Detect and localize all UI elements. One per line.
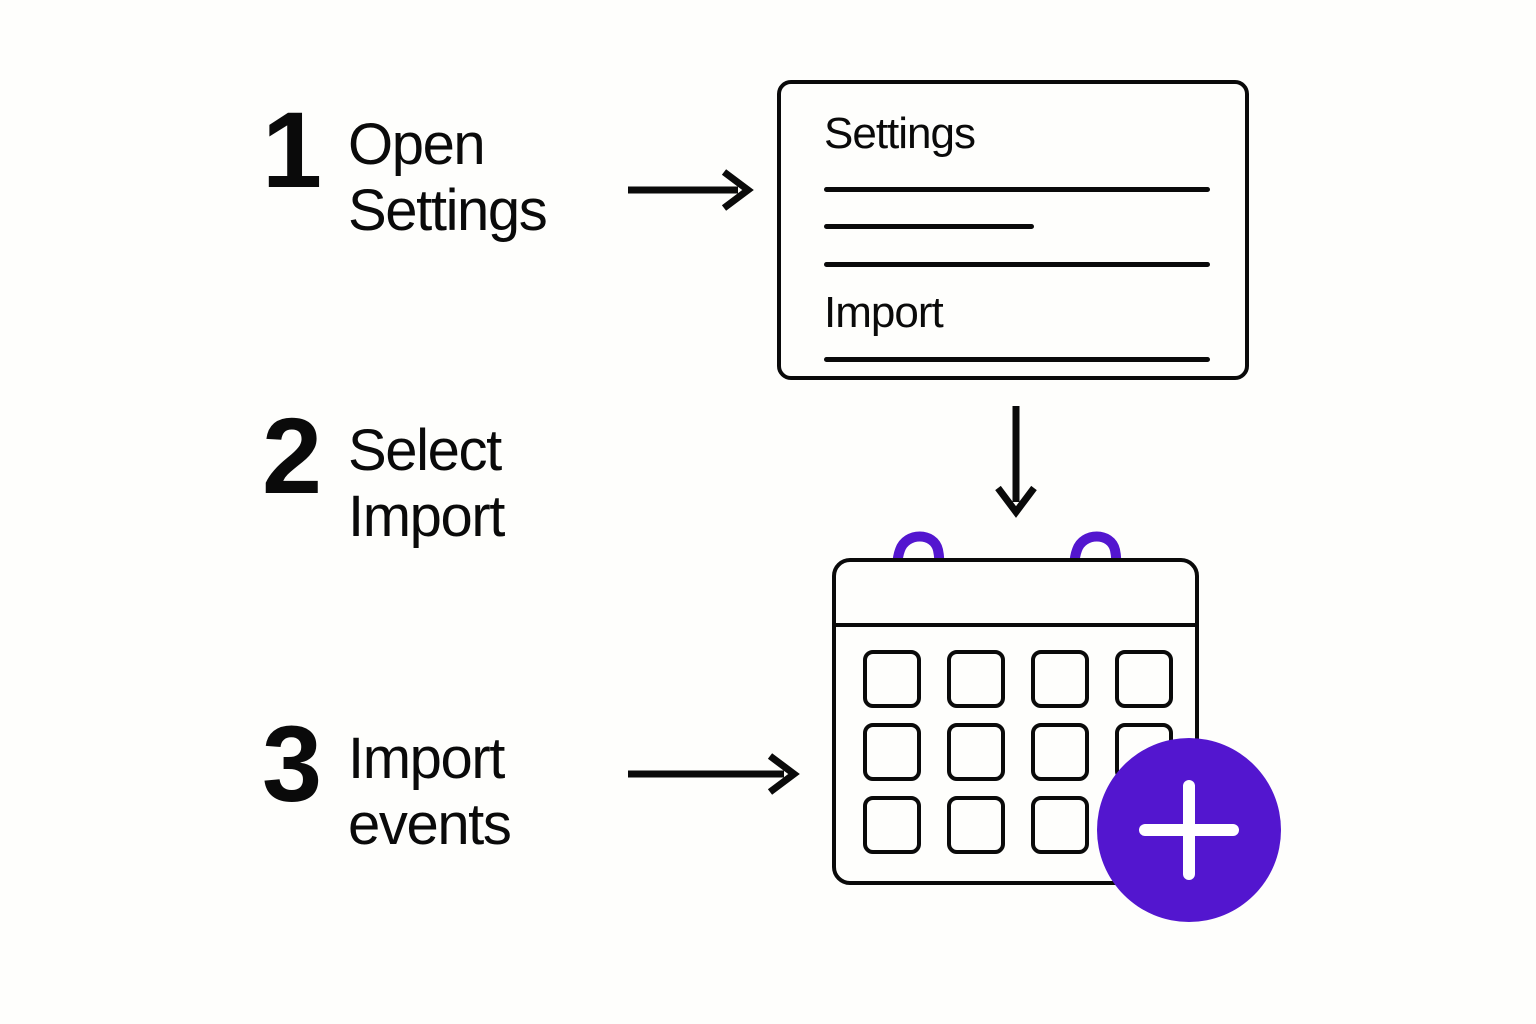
step-label-3: Import events bbox=[348, 726, 512, 858]
import-row-line bbox=[824, 357, 1210, 362]
step-number-3: 3 bbox=[262, 703, 322, 824]
arrow-step1-to-settings-panel bbox=[628, 169, 754, 211]
calendar-day-cell[interactable] bbox=[947, 650, 1005, 708]
settings-import-item[interactable]: Import bbox=[824, 288, 944, 337]
add-event-button[interactable] bbox=[1097, 738, 1281, 922]
settings-row-line-3 bbox=[824, 262, 1210, 267]
step-label-2: Select Import bbox=[348, 418, 505, 550]
step-number-1: 1 bbox=[262, 89, 322, 210]
step-number-2: 2 bbox=[262, 395, 322, 516]
calendar-day-cell[interactable] bbox=[863, 796, 921, 854]
calendar-day-cell[interactable] bbox=[863, 650, 921, 708]
arrow-step3-to-calendar bbox=[628, 753, 800, 795]
calendar-day-cell[interactable] bbox=[863, 723, 921, 781]
step-item-1: 1 Open Settings bbox=[262, 89, 548, 244]
settings-row-line-2 bbox=[824, 224, 1034, 229]
step-item-2: 2 Select Import bbox=[262, 395, 505, 550]
settings-panel-title: Settings bbox=[824, 109, 976, 158]
step-item-3: 3 Import events bbox=[262, 703, 512, 858]
step-label-1: Open Settings bbox=[348, 112, 548, 244]
settings-panel[interactable]: Settings Import bbox=[777, 80, 1249, 380]
calendar-day-cell[interactable] bbox=[1031, 650, 1089, 708]
plus-icon bbox=[1183, 780, 1195, 880]
calendar-day-cell[interactable] bbox=[1115, 650, 1173, 708]
settings-row-line-1 bbox=[824, 187, 1210, 192]
calendar-day-cell[interactable] bbox=[947, 796, 1005, 854]
calendar-day-cell[interactable] bbox=[1031, 796, 1089, 854]
calendar-day-cell[interactable] bbox=[947, 723, 1005, 781]
calendar-day-cell[interactable] bbox=[1031, 723, 1089, 781]
calendar-header-divider bbox=[834, 623, 1197, 627]
arrow-settings-panel-to-calendar bbox=[995, 406, 1037, 518]
